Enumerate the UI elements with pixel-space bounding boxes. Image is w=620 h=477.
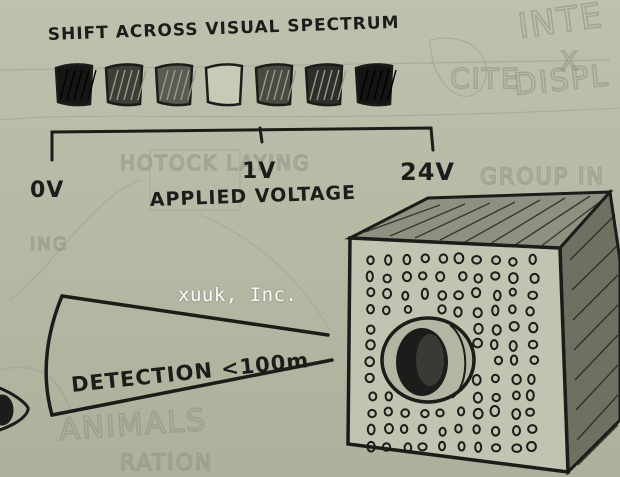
camera-lens — [382, 318, 474, 402]
spectrum-swatches — [56, 64, 396, 105]
svg-text:HOTOCK LAYING: HOTOCK LAYING — [120, 151, 310, 175]
axis-label: APPLIED VOLTAGE — [149, 182, 356, 211]
camera-box — [348, 192, 620, 472]
sketch-title: SHIFT ACROSS VISUAL SPECTRUM — [47, 13, 399, 45]
svg-text:ING: ING — [30, 234, 69, 255]
scale-label-mid: 1V — [242, 159, 276, 184]
svg-text:GROUP IN: GROUP IN — [480, 165, 605, 190]
watermark-text: xuuk, Inc. — [178, 284, 297, 306]
spectrum-swatch — [206, 64, 242, 105]
eye-icon — [0, 385, 28, 432]
scale-label-min: 0V — [30, 178, 64, 203]
svg-text:RATION: RATION — [120, 451, 213, 476]
svg-text:INTE: INTE — [516, 0, 606, 47]
svg-text:DISPL: DISPL — [512, 58, 611, 103]
scale-label-max: 24V — [400, 158, 455, 186]
